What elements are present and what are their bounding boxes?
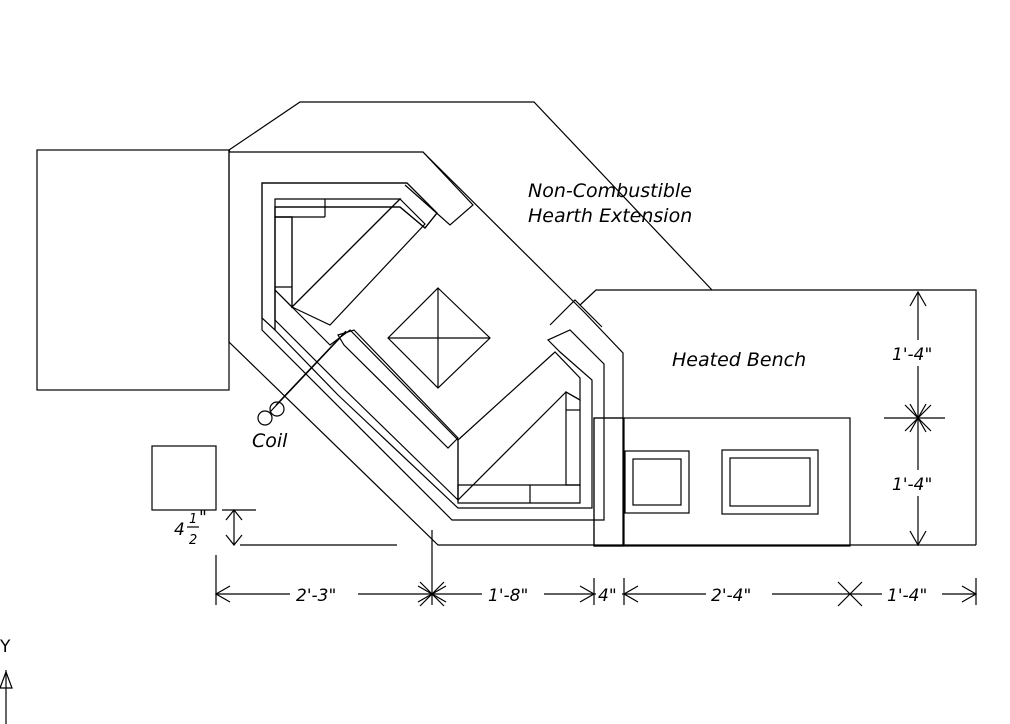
heater-outer-shell [228,149,474,226]
firebox-lining [261,182,605,521]
dim-vertical-upper: 1'-4" [892,345,932,365]
central-opening [387,287,491,389]
y-axis-indicator [0,670,13,724]
hearth-extension-outline [228,101,713,291]
dim-4: 4" [598,586,617,606]
svg-text:": " [199,508,207,528]
dim-2-4: 2'-4" [711,586,751,606]
coil-pipes [257,330,347,426]
bench-notch [549,299,603,328]
dim-2-3: 2'-3" [296,586,336,606]
bench-channel-large [721,449,819,515]
dim-1-4: 1'-4" [887,586,927,606]
firebox-outer-line [261,182,438,332]
hearth-label-line2: Hearth Extension [528,205,692,227]
firebrick-hatching [274,198,581,504]
heated-bench-outline [579,289,977,545]
small-vertical-dimension [222,509,397,546]
dim-vertical-lower: 1'-4" [892,475,932,495]
brick-joints [275,199,580,503]
coil-icon [257,410,273,426]
bench-channel-small [624,450,690,514]
vertical-dimension [884,290,945,547]
coil-label: Coil [252,430,288,452]
bench-hatched-block [593,417,851,547]
heated-bench-label: Heated Bench [672,349,806,371]
dim-1-8: 1'-8" [488,586,528,606]
y-axis-label: Y [0,637,11,657]
hearth-label-line1: Non-Combustible [528,180,692,202]
left-wall-block [36,149,230,391]
dim-small-whole: 4 [174,520,185,540]
heater-outer-shell-lower [228,150,976,546]
dim-small-den: 2 [189,533,197,548]
small-square [151,445,217,511]
heater-right-shell [422,151,624,545]
dim-small-num: 1 [189,512,197,527]
